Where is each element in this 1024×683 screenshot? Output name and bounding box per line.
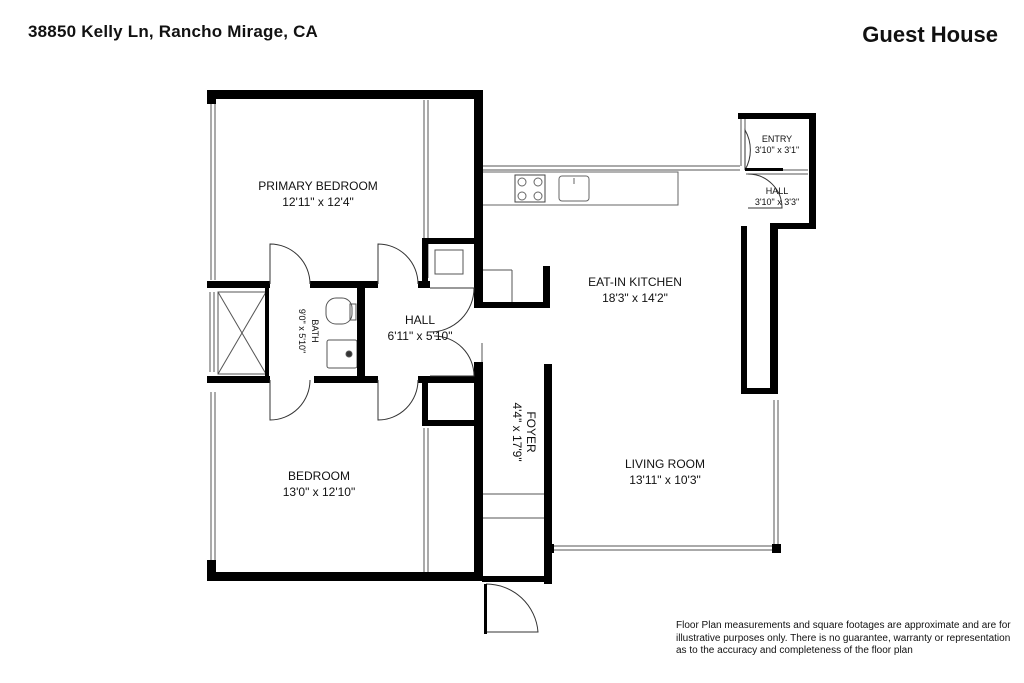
disclaimer-text: Floor Plan measurements and square foota… <box>676 620 1011 656</box>
room-primary-bedroom-dims: 12'11" x 12'4" <box>282 195 354 209</box>
room-entry-dims: 3'10" x 3'1" <box>755 145 799 155</box>
door-swings <box>269 128 783 633</box>
room-bath: BATH 9'0" x 5'10" <box>297 309 320 353</box>
room-hall-dims: 6'11" x 5'10" <box>388 329 453 343</box>
room-living: LIVING ROOM <box>625 457 705 471</box>
house-label: Guest House <box>862 22 998 47</box>
room-hall: HALL <box>405 313 435 327</box>
room-bath-dims: 9'0" x 5'10" <box>297 309 307 353</box>
room-bath-name: BATH <box>310 319 320 342</box>
bath-fixtures <box>217 249 464 375</box>
door-leaves <box>484 168 783 634</box>
room-kitchen-dims: 18'3" x 14'2" <box>602 291 668 305</box>
kitchen-counter <box>480 171 679 206</box>
property-address: 38850 Kelly Ln, Rancho Mirage, CA <box>28 22 319 41</box>
room-hall-side-dims: 3'10" x 3'3" <box>755 197 799 207</box>
walls <box>207 90 816 584</box>
room-entry: ENTRY <box>762 134 792 144</box>
room-foyer-name: FOYER <box>524 411 538 453</box>
room-bedroom-dims: 13'0" x 12'10" <box>283 485 356 499</box>
room-primary-bedroom: PRIMARY BEDROOM <box>258 179 378 193</box>
room-hall-side: HALL <box>766 186 789 196</box>
room-bedroom: BEDROOM <box>288 469 350 483</box>
room-living-dims: 13'11" x 10'3" <box>629 473 701 487</box>
room-foyer-dims: 4'4" x 17'9" <box>510 402 524 461</box>
room-foyer: FOYER 4'4" x 17'9" <box>510 402 538 461</box>
room-kitchen: EAT-IN KITCHEN <box>588 275 682 289</box>
